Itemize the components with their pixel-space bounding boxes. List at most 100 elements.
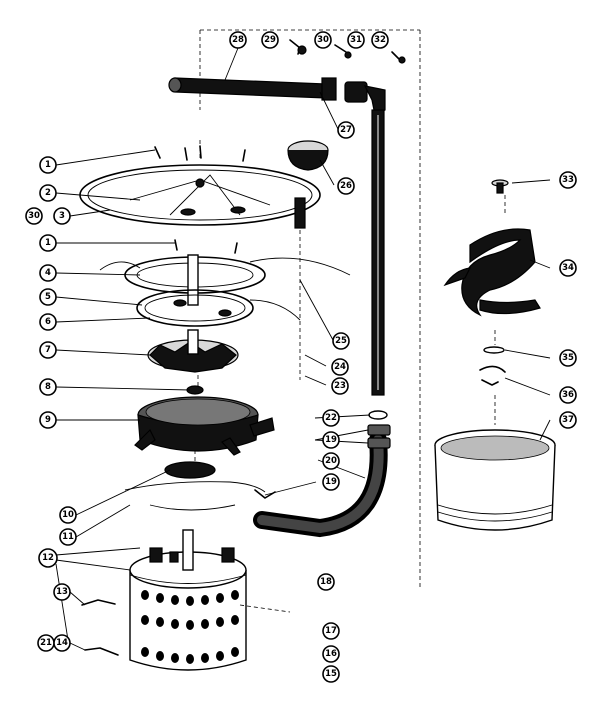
seal-ring-part	[79, 164, 321, 229]
callout-text: 12	[42, 553, 54, 563]
callout-text: 14	[56, 638, 68, 648]
callout-text: 8	[45, 382, 51, 392]
callout-text: 34	[562, 263, 574, 273]
drain-hose-part	[253, 410, 391, 538]
screw-part	[491, 179, 509, 194]
callout-text: 29	[264, 35, 276, 45]
callout-11: 11	[59, 528, 77, 546]
side-label-30: 30	[28, 211, 40, 221]
spray-tube-part	[168, 77, 386, 116]
callout-text: 24	[334, 362, 346, 372]
callout-4: 4	[39, 264, 57, 282]
callout-text: 10	[62, 510, 74, 520]
callout-3: 3	[53, 207, 71, 225]
callout-19: 19	[322, 431, 340, 449]
callout-28: 28	[229, 31, 247, 49]
cap-part	[287, 140, 329, 171]
callout-text: 37	[562, 415, 574, 425]
motor-part	[129, 529, 247, 671]
callout-text: 19	[325, 435, 337, 445]
callout-text: 7	[45, 345, 51, 355]
callout-text: 21	[40, 638, 52, 648]
callout-text: 4	[45, 268, 51, 278]
callout-side-30: 30	[25, 207, 43, 225]
callout-text: 36	[562, 390, 574, 400]
seal-disc-part	[164, 461, 216, 479]
top-screws	[289, 39, 406, 64]
callout-30: 30	[314, 31, 332, 49]
impeller-part	[147, 329, 239, 373]
callout-33: 33	[559, 171, 577, 189]
callout-14: 14	[53, 634, 71, 652]
ring-screws	[154, 145, 246, 254]
callout-text: 6	[45, 317, 51, 327]
callout-text: 31	[350, 35, 362, 45]
filter-basket-part	[434, 429, 556, 531]
callout-36: 36	[559, 386, 577, 404]
callout-19-lower: 19	[322, 473, 340, 491]
callout-23: 23	[331, 377, 349, 395]
leader-lines	[55, 47, 551, 651]
callout-text: 11	[62, 532, 74, 542]
callout-35: 35	[559, 349, 577, 367]
small-parts-35-36	[479, 346, 506, 386]
callout-text: 35	[562, 353, 574, 363]
callout-text: 22	[325, 413, 337, 423]
callout-text: 9	[45, 415, 51, 425]
mount-bracket	[124, 481, 276, 511]
callout-text: 33	[562, 175, 574, 185]
callout-text: 30	[317, 35, 329, 45]
callout-text: 26	[340, 181, 352, 191]
callout-text: 13	[56, 587, 68, 597]
callout-text: 18	[320, 577, 332, 587]
callout-24: 24	[331, 358, 349, 376]
wire-leads	[81, 599, 291, 656]
callout-text: 2	[45, 188, 51, 198]
callout-18: 18	[317, 573, 335, 591]
callout-20: 20	[322, 452, 340, 470]
callout-26: 26	[337, 177, 355, 195]
callout-9: 9	[39, 411, 57, 429]
callout-5: 5	[39, 288, 57, 306]
callout-25: 25	[332, 332, 350, 350]
callout-7: 7	[39, 341, 57, 359]
callout-text: 16	[325, 649, 337, 659]
callout-text: 19	[325, 477, 337, 487]
callout-29: 29	[261, 31, 279, 49]
callout-1-top: 1	[39, 156, 57, 174]
callout-text: 27	[340, 125, 352, 135]
callout-16: 16	[322, 645, 340, 663]
callout-2: 2	[39, 184, 57, 202]
callout-text: 23	[334, 381, 346, 391]
callout-12: 12	[38, 548, 58, 568]
callout-text: 1	[45, 238, 51, 248]
callout-34: 34	[559, 259, 577, 277]
vertical-tube-part	[371, 109, 385, 396]
callout-27: 27	[337, 121, 355, 139]
auger-part	[443, 228, 541, 317]
callout-text: 15	[325, 669, 337, 679]
callout-text: 28	[232, 35, 244, 45]
callout-10: 10	[59, 506, 77, 524]
callout-text: 17	[325, 626, 337, 636]
callout-15: 15	[322, 665, 340, 683]
callout-37: 37	[559, 411, 577, 429]
pump-housing-part	[134, 385, 275, 456]
callout-text: 1	[45, 160, 51, 170]
callout-6: 6	[39, 313, 57, 331]
callout-text: 20	[325, 456, 337, 466]
callout-1-lower: 1	[39, 234, 57, 252]
callout-31: 31	[347, 31, 365, 49]
callout-17: 17	[322, 622, 340, 640]
plate-part	[136, 289, 301, 327]
callout-text: 32	[374, 35, 386, 45]
callout-labels: 1 2 3 1 4 5 6 7 8 9 10 11 12 13 21 14 15…	[37, 31, 577, 683]
callout-text: 25	[335, 336, 347, 346]
callout-text: 3	[59, 211, 65, 221]
callout-13: 13	[53, 583, 71, 601]
callout-32: 32	[371, 31, 389, 49]
callout-text: 5	[45, 292, 51, 302]
callout-8: 8	[39, 378, 57, 396]
